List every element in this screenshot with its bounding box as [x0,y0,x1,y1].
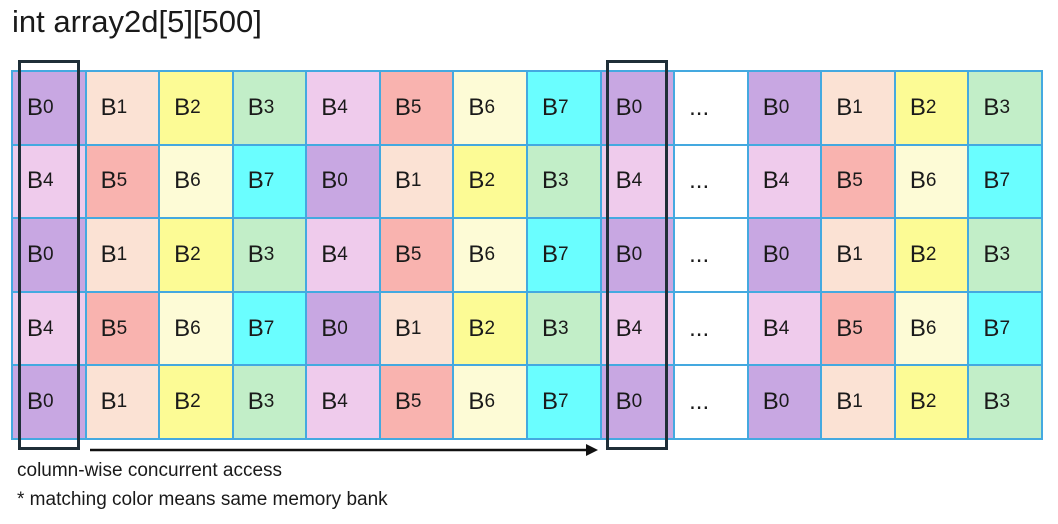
ellipsis-cell: ... [675,292,747,365]
ellipsis-cell: ... [675,219,747,291]
ellipsis-cell: ... [675,72,747,144]
caption-access: column-wise concurrent access [17,460,283,481]
diagram-title: int array2d[5][500] [12,4,262,39]
access-direction-arrow [90,444,598,456]
ellipsis-cell: ... [675,145,747,218]
caption-color-note: * matching color means same memory bank [17,489,388,510]
column-highlight-second [606,60,668,450]
ellipsis-cell: ... [675,366,747,438]
column-highlight-first [18,60,80,450]
